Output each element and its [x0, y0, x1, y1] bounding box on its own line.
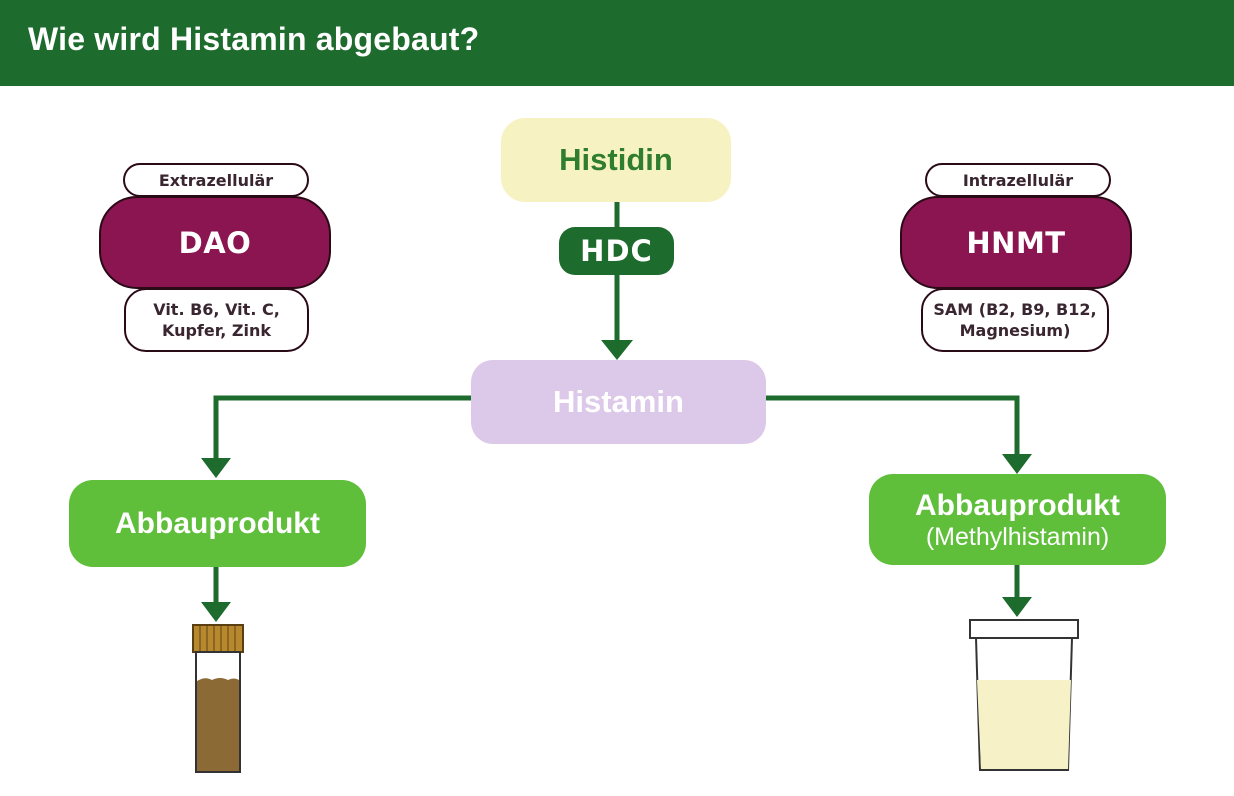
histamin-label: Histamin — [553, 384, 684, 419]
page-title: Wie wird Histamin abgebaut? — [28, 21, 480, 57]
hnmt-cofactors-line-2: Magnesium) — [959, 321, 1071, 340]
hnmt-cofactors-line-1: SAM (B2, B9, B12, — [933, 300, 1097, 319]
arrowhead-right-product — [1002, 454, 1032, 474]
hnmt-enzyme-node: HNMT — [900, 196, 1132, 289]
product-right-sublabel: (Methylhistamin) — [925, 522, 1110, 551]
header-bar: Wie wird Histamin abgebaut? — [0, 0, 1234, 86]
dao-cofactors-line-1: Vit. B6, Vit. C, — [153, 300, 280, 319]
hdc-enzyme-node: HDC — [559, 227, 674, 275]
arrow-histamin-left — [213, 395, 471, 460]
histidin-label: Histidin — [559, 142, 673, 177]
arrowhead-stool — [201, 602, 231, 622]
hdc-label: HDC — [580, 234, 653, 268]
extracellular-text: Extrazellulär — [158, 170, 274, 190]
degradation-product-left: Abbauprodukt — [69, 480, 366, 567]
histamin-node: Histamin — [471, 360, 766, 444]
stool-tube-icon — [192, 624, 244, 773]
dao-cofactors-line-2: Kupfer, Zink — [161, 321, 272, 340]
hnmt-cofactors: SAM (B2, B9, B12, Magnesium) — [921, 288, 1109, 352]
dao-label: DAO — [178, 225, 252, 260]
arrowhead-left-product — [201, 458, 231, 478]
urine-cup-icon — [969, 619, 1079, 771]
intracellular-text: Intrazellulär — [962, 170, 1074, 190]
product-left-label: Abbauprodukt — [115, 506, 320, 540]
hnmt-label: HNMT — [966, 225, 1066, 260]
arrowhead-histamin — [601, 340, 633, 360]
dao-cofactors: Vit. B6, Vit. C, Kupfer, Zink — [124, 288, 309, 352]
arrow-histamin-right — [766, 395, 1020, 456]
product-right-label: Abbauprodukt — [915, 488, 1120, 522]
histidin-node: Histidin — [501, 118, 731, 202]
degradation-product-right: Abbauprodukt (Methylhistamin) — [869, 474, 1166, 565]
arrowhead-urine — [1002, 597, 1032, 617]
